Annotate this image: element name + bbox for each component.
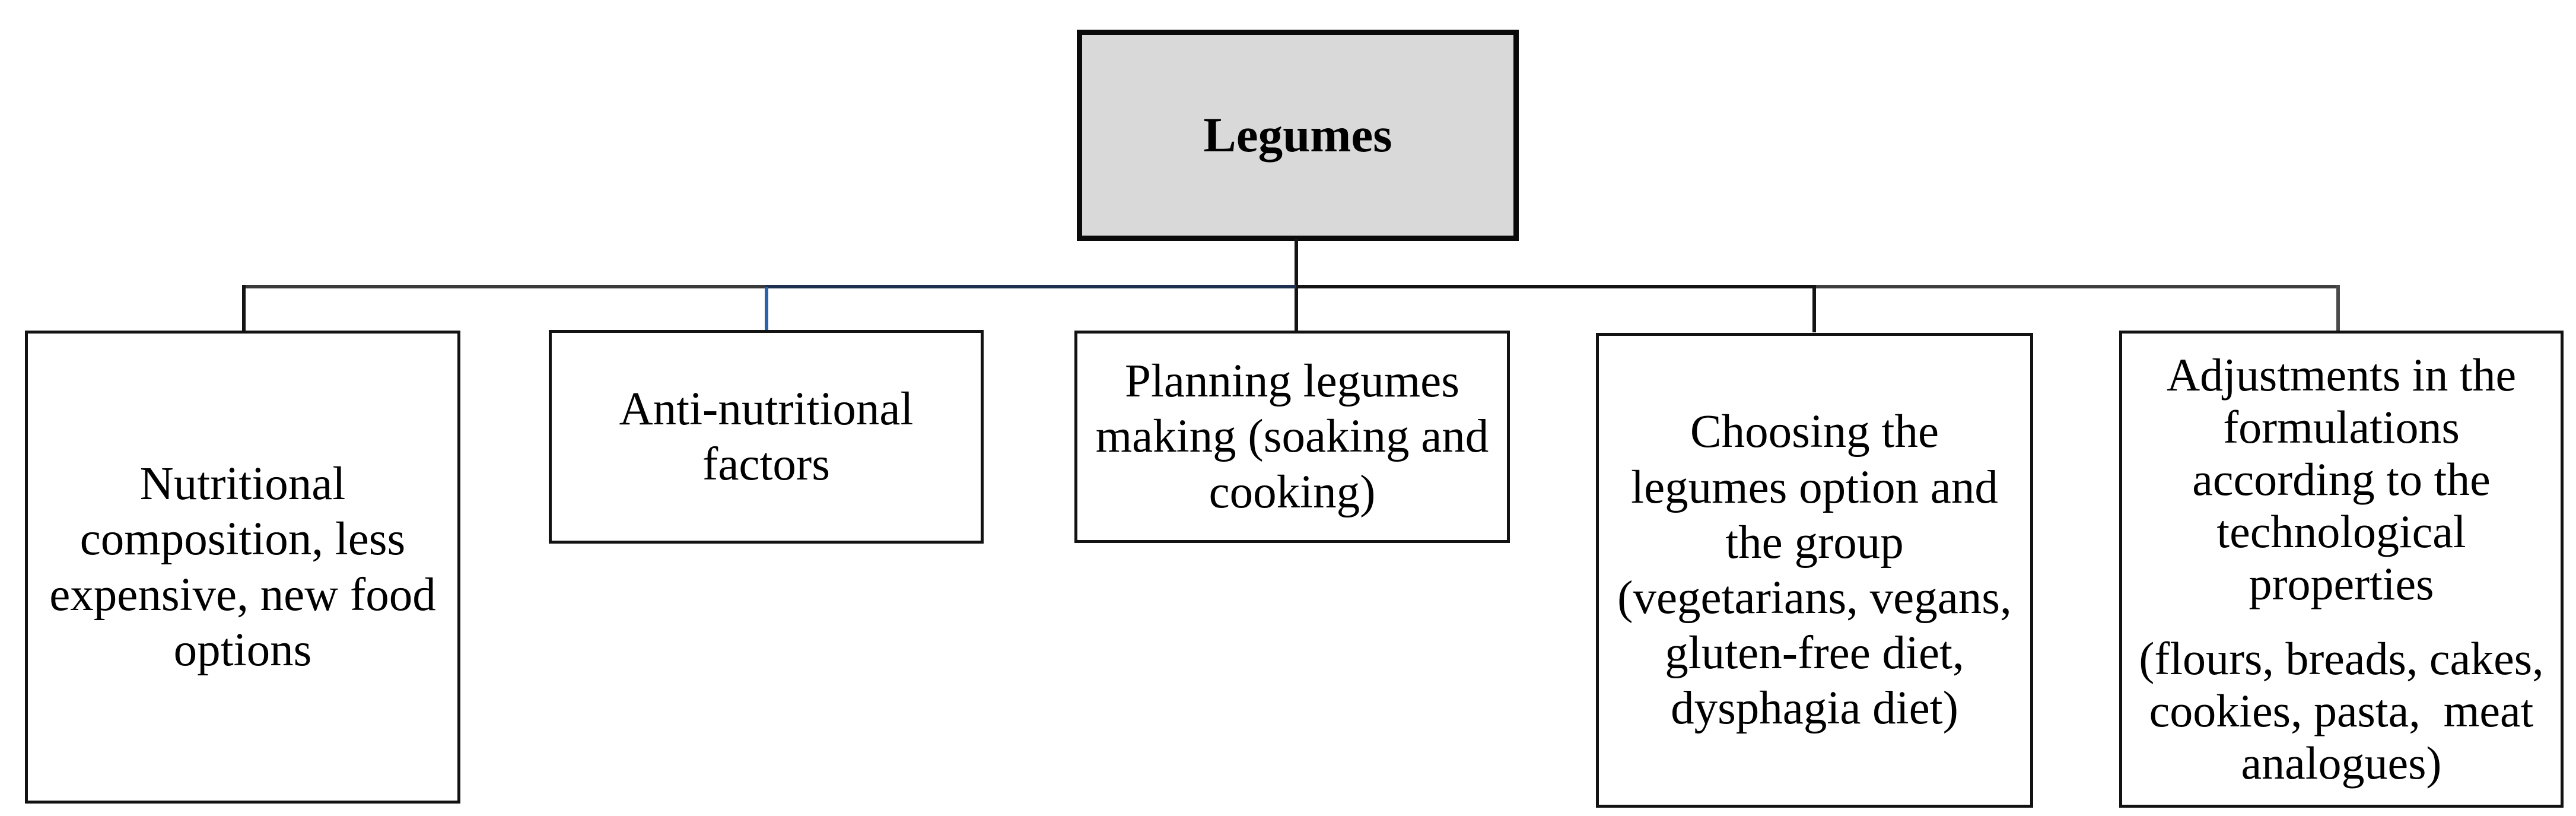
connector-horizontal-segment-1 [242,285,765,288]
node-legumes-label: Legumes [1203,107,1392,163]
node-nutritional-composition-label: Nutritional composition, less expensive,… [49,458,436,676]
connector-drop-to-box-2 [765,287,768,332]
node-adjustments-formulations: Adjustments in the formulations accordin… [2119,331,2564,808]
node-adjustments-formulations-sublabel: (flours, breads, cakes, cookies, pasta, … [2139,633,2544,789]
connector-drop-to-box-4 [1812,285,1816,332]
node-choosing-legumes-option-label: Choosing the legumes option and the grou… [1617,406,2012,735]
connector-horizontal-segment-2 [765,285,1296,288]
node-legumes-root: Legumes [1077,30,1519,241]
node-adjustments-formulations-label: Adjustments in the formulations accordin… [2166,348,2517,610]
node-nutritional-composition: Nutritional composition, less expensive,… [25,331,460,804]
connector-drop-to-box-1 [242,285,246,332]
connector-drop-to-box-5 [2336,285,2340,332]
node-anti-nutritional-factors: Anti-nutritional factors [549,330,984,544]
node-planning-legumes-making-label: Planning legumes making (soaking and coo… [1095,355,1489,518]
node-planning-legumes-making: Planning legumes making (soaking and coo… [1074,331,1510,543]
node-anti-nutritional-factors-label: Anti-nutritional factors [619,383,914,490]
connector-horizontal-segment-3 [1296,285,1815,288]
node-choosing-legumes-option: Choosing the legumes option and the grou… [1596,333,2033,808]
connector-horizontal-segment-4 [1815,285,2340,288]
